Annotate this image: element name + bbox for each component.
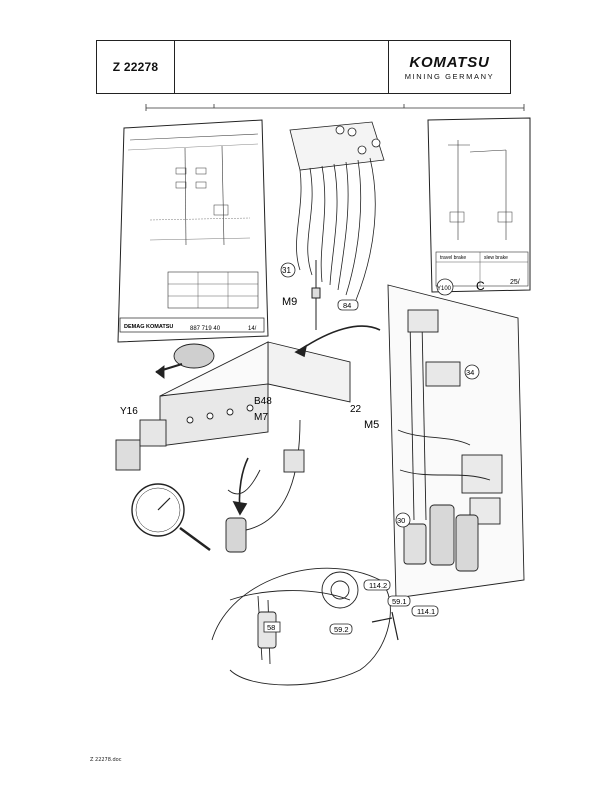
callout-114-1: 114.1 <box>411 605 439 617</box>
pressure-switch <box>155 343 215 379</box>
leader-arrows <box>232 325 381 516</box>
callout-31: 31 <box>280 262 296 278</box>
callout-59-1: 59.1 <box>387 595 411 607</box>
main-valve-block <box>159 341 351 447</box>
callout-58: 58 <box>263 621 281 633</box>
label-22: 22 <box>350 404 362 415</box>
svg-text:30: 30 <box>397 516 405 525</box>
callout-y100: Y100 <box>436 278 454 296</box>
sensor-rod <box>311 260 321 330</box>
label-c: C <box>476 279 485 293</box>
title-block: Z 22278 KOMATSU MINING GERMANY <box>96 40 511 94</box>
svg-text:Y100: Y100 <box>437 286 452 292</box>
right-label-slew: slew brake <box>484 255 508 261</box>
svg-text:58: 58 <box>267 623 275 632</box>
header-bracket <box>145 104 525 111</box>
solenoid-valve <box>115 419 167 471</box>
document-number: Z 22278 <box>97 41 175 93</box>
brand-subtitle: MINING GERMANY <box>404 71 495 81</box>
right-label-travel: travel brake <box>440 255 466 261</box>
left-drawing-number: 887 719 40 <box>190 326 221 332</box>
right-schematic-sheet: travel brake slew brake 25/ <box>427 117 531 293</box>
svg-text:114.2: 114.2 <box>369 581 387 590</box>
sensor-probe <box>371 611 399 641</box>
svg-text:84: 84 <box>343 301 351 310</box>
upper-valve-bank <box>289 121 385 301</box>
brand-logo: KOMATSU MINING GERMANY <box>389 41 510 93</box>
callout-34: 34 <box>464 364 480 380</box>
label-m7: M7 <box>254 412 268 423</box>
callout-114-2: 114.2 <box>363 579 391 591</box>
footer-filename: Z 22278.doc <box>90 757 122 763</box>
callout-30: 30 <box>395 512 411 528</box>
filter-canister <box>225 419 305 553</box>
label-m5: M5 <box>364 419 379 431</box>
right-sheet-number: 25/ <box>510 279 520 286</box>
svg-text:31: 31 <box>282 266 291 275</box>
brand-name: KOMATSU <box>409 53 490 71</box>
svg-text:34: 34 <box>466 368 474 377</box>
label-y16: Y16 <box>120 406 138 417</box>
title-blank-field <box>175 41 389 93</box>
callout-59-2: 59.2 <box>329 623 353 635</box>
svg-text:59.2: 59.2 <box>334 625 349 634</box>
pressure-gauge <box>131 483 211 551</box>
left-sheet-number: 14/ <box>248 326 257 332</box>
label-m9: M9 <box>282 296 297 308</box>
callout-84: 84 <box>337 299 359 311</box>
svg-text:59.1: 59.1 <box>392 597 407 606</box>
label-b48: B48 <box>254 396 272 407</box>
hydraulic-panel <box>387 284 525 599</box>
left-company-label: DEMAG KOMATSU <box>124 324 173 330</box>
svg-text:114.1: 114.1 <box>417 607 435 616</box>
left-schematic-sheet: DEMAG KOMATSU 887 719 40 14/ <box>117 119 269 343</box>
